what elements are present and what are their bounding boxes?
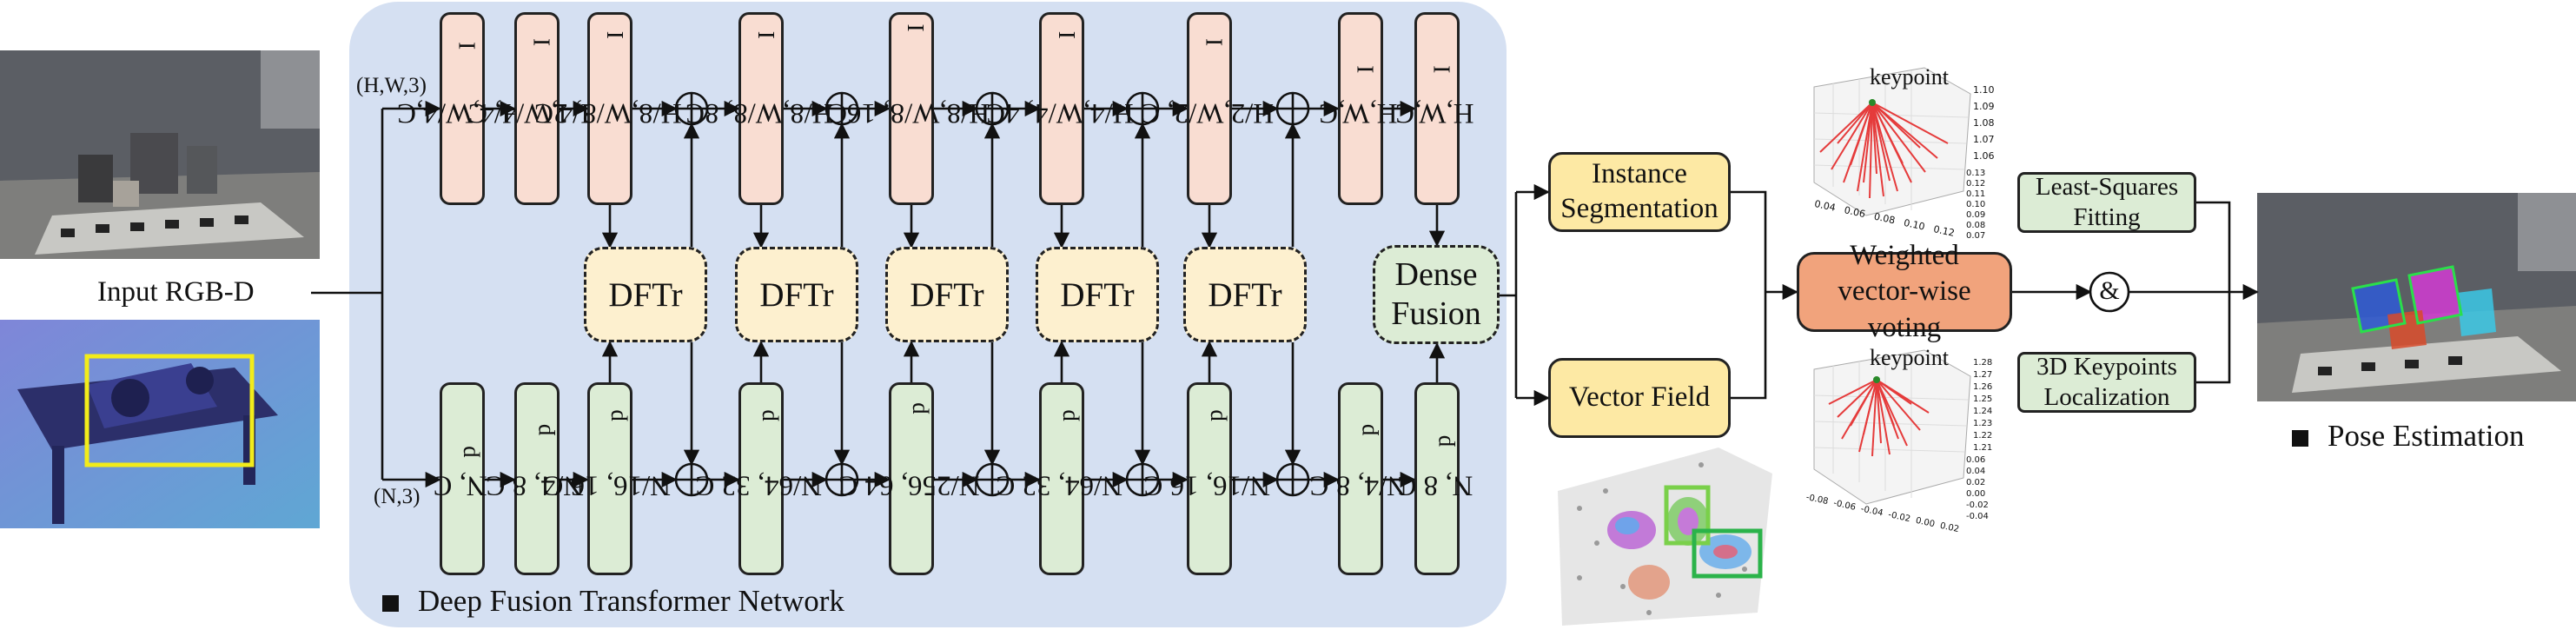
keypoints-3d-block: 3D Keypoints Localization: [2017, 352, 2196, 413]
bottom-plot-title: keypoint: [1870, 345, 1949, 370]
bullet-square-icon: [2292, 430, 2308, 447]
top-plot-y-ticks: 0.13 0.12 0.11 0.10 0.09 0.08 0.07: [1966, 169, 1985, 242]
z-tick: 1.10: [1973, 84, 1995, 96]
input-label: Input RGB-D: [97, 276, 255, 308]
z-tick: 1.22: [1973, 431, 1993, 441]
dense-fusion-block: Dense Fusion: [1373, 245, 1500, 344]
rgb-stage-3: H/8,W/8, 2CI: [534, 12, 681, 205]
y-tick: 0.11: [1966, 189, 1986, 199]
network-title-text: Deep Fusion Transformer Network: [418, 584, 844, 618]
y-tick: 0.02: [1966, 478, 1986, 487]
y-tick: 0.09: [1966, 210, 1986, 220]
pose-estimation-image: [2257, 193, 2576, 401]
top-plot-z-ticks: 1.10 1.09 1.08 1.07 1.06: [1973, 82, 1995, 164]
rgb-stage-9: H,W,CI: [1395, 12, 1474, 205]
point-stage-4: N/64, 32 Cp: [696, 382, 822, 575]
bottom-plot-z-ticks: 1.28 1.27 1.26 1.25 1.24 1.23 1.22 1.21: [1973, 357, 1992, 454]
z-tick: 1.23: [1973, 419, 1993, 428]
y-tick: 0.06: [1966, 455, 1986, 465]
z-tick: 1.28: [1973, 358, 1993, 368]
rgb-stage-7: H/2,W/2, CI: [1141, 12, 1274, 205]
z-tick: 1.08: [1973, 117, 1995, 129]
y-tick: 0.00: [1966, 489, 1986, 499]
y-tick: 0.12: [1966, 179, 1986, 189]
point-stage-9: N, 8 Cp: [1397, 382, 1473, 575]
point-stage-6: N/64, 32 Cp: [997, 382, 1122, 575]
network-title: Deep Fusion Transformer Network: [382, 584, 844, 619]
rgb-stage-1: H/4,W/4,CI: [397, 12, 523, 205]
point-stage-8: N/4, 8 Cp: [1309, 382, 1407, 575]
dftr-block-5: DFTr: [1183, 247, 1307, 342]
rgb-stage-2: H/4,W/4, CI: [468, 12, 601, 205]
weighted-voting-block: Weighted vector-wise voting: [1797, 240, 2012, 343]
input-rgb-image: [0, 50, 320, 259]
z-tick: 1.07: [1973, 134, 1995, 145]
point-stage-5: N/256, 64 Cp: [838, 382, 980, 575]
vector-field-block: Vector Field: [1548, 358, 1731, 438]
combine-symbol: &: [2099, 276, 2120, 305]
rgb-stage-6: H/4,W/4, 4CI: [986, 12, 1133, 205]
y-tick: 0.10: [1966, 200, 1986, 209]
dftr-block-1: DFTr: [584, 247, 707, 342]
y-tick: -0.02: [1966, 500, 1989, 510]
z-tick: 1.26: [1973, 382, 1993, 392]
segmentation-point-cloud: [1545, 439, 1779, 637]
y-tick: -0.04: [1966, 512, 1989, 521]
output-label: Pose Estimation: [2292, 419, 2525, 454]
z-tick: 1.21: [1973, 443, 1993, 453]
keypoint-plot-top: keypoint 1.10 1.09 1.08 1.07 1.06 0.04 0…: [1790, 61, 2003, 243]
z-tick: 1.25: [1973, 394, 1993, 404]
point-stage-1: N, Cp: [433, 382, 487, 575]
y-tick: 0.08: [1966, 221, 1986, 230]
point-input-shape: (N,3): [374, 485, 421, 508]
z-tick: 1.09: [1973, 101, 1995, 112]
top-plot-title: keypoint: [1870, 64, 1949, 89]
rgb-stage-4: H/8,W/8, 8CI: [685, 12, 832, 205]
y-tick: 0.13: [1966, 169, 1986, 178]
point-stage-3: N/16, 16 Cp: [545, 382, 671, 575]
instance-segmentation-block: Instance Segmentation: [1548, 152, 1731, 232]
least-squares-block: Least-Squares Fitting: [2017, 172, 2196, 233]
rgb-input-shape: (H,W,3): [356, 74, 427, 97]
dftr-block-3: DFTr: [885, 247, 1009, 342]
z-tick: 1.24: [1973, 407, 1993, 416]
y-tick: 0.04: [1966, 467, 1986, 476]
dftr-block-4: DFTr: [1036, 247, 1159, 342]
bottom-plot-y-ticks: 0.06 0.04 0.02 0.00 -0.02 -0.04: [1966, 454, 1989, 522]
input-depth-image: [0, 320, 320, 528]
rgb-stage-5: H/8,W/8, 16CI: [828, 12, 990, 205]
dftr-block-2: DFTr: [735, 247, 858, 342]
y-tick: 0.07: [1966, 231, 1986, 241]
bullet-square-icon: [382, 595, 399, 612]
output-label-text: Pose Estimation: [2328, 419, 2525, 453]
point-stage-7: N/16, 16 Cp: [1144, 382, 1270, 575]
keypoint-plot-bottom: keypoint 1.28 1.27 1.26 1.25 1.24 1.23 1…: [1790, 343, 2003, 539]
z-tick: 1.06: [1973, 150, 1995, 162]
rgb-stage-8: H,W,CI: [1319, 12, 1398, 205]
z-tick: 1.27: [1973, 370, 1993, 380]
